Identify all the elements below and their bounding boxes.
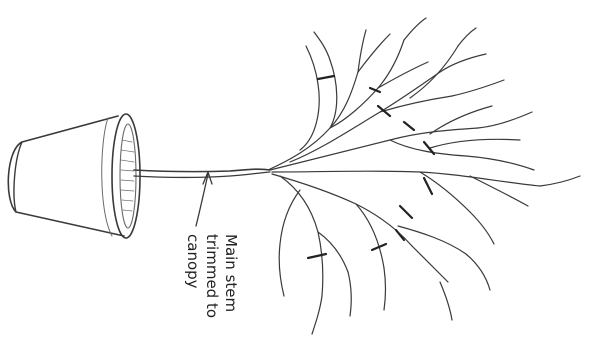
annotation-line-2: trimmed to	[203, 234, 221, 318]
flower-pot	[8, 114, 140, 238]
annotation-line-3: canopy	[184, 234, 202, 289]
leader-line	[196, 172, 212, 226]
main-stem-annotation: Main stem trimmed to canopy	[184, 234, 240, 323]
annotation-line-1: Main stem	[222, 234, 240, 312]
canopy-branches	[268, 18, 580, 334]
main-stem	[134, 169, 270, 177]
